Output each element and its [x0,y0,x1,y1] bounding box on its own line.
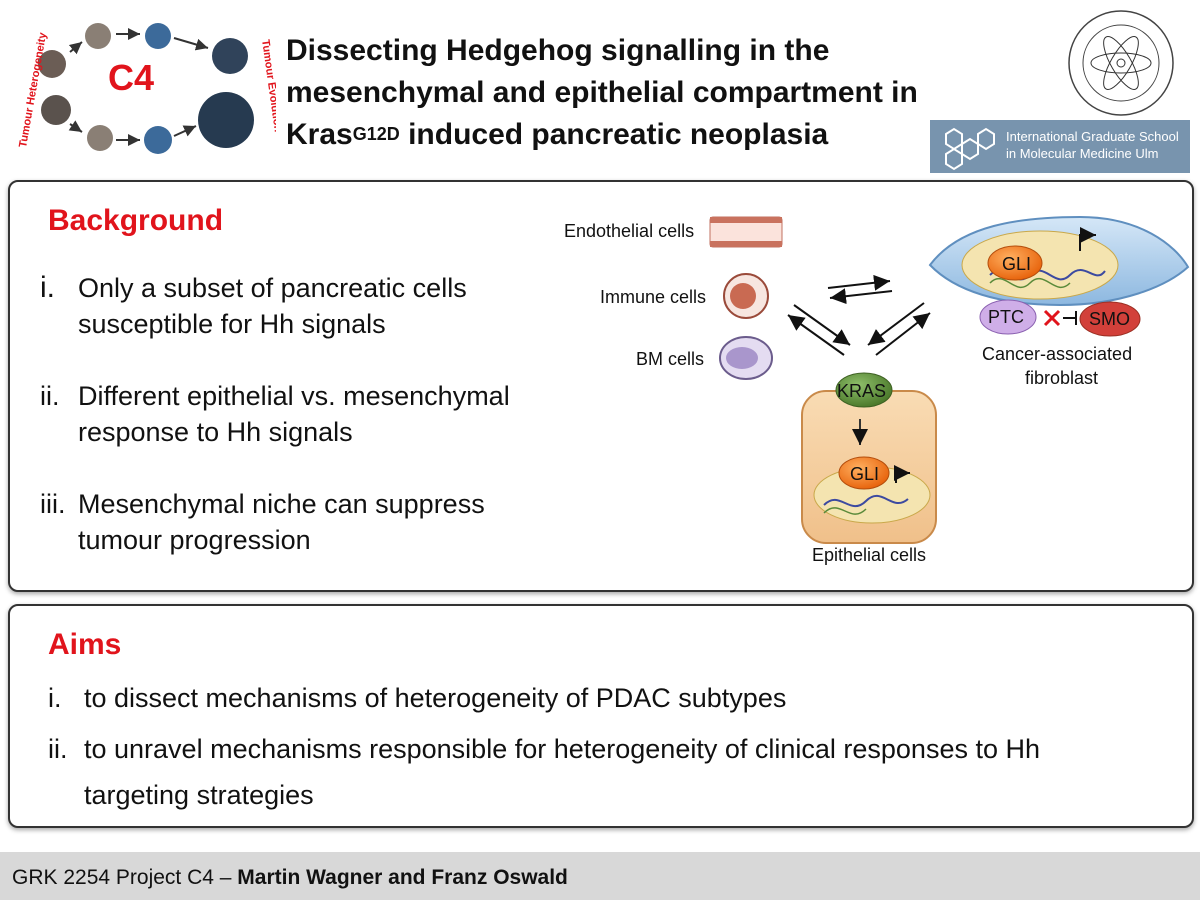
item-line-2: targeting strategies [84,780,314,810]
logo-left-text: Tumour Heterogeneity [17,31,49,149]
item-text: to dissect mechanisms of heterogeneity o… [84,683,787,713]
item-line-1: Different epithelial vs. mesenchymal [78,381,510,411]
aims-heading: Aims [48,628,122,661]
footer-bar: GRK 2254 Project C4 – Martin Wagner and … [0,852,1200,900]
school-name-line-1: International Graduate School [1006,129,1179,144]
bm-cell-icon [719,336,773,380]
graduate-school-logo: International Graduate School in Molecul… [930,120,1190,173]
item-line-1: Mesenchymal niche can suppress [78,489,485,519]
ptc-label: PTC [988,307,1024,327]
footer-text: GRK 2254 Project C4 – Martin Wagner and … [12,866,568,890]
page-title: Dissecting Hedgehog signalling in the me… [286,30,1006,156]
c4-project-logo: C4 Tumour Heterogeneity Tumour Evolution [17,23,276,154]
smo-label: SMO [1089,309,1130,329]
caf-gli-label: GLI [1002,254,1031,274]
item-line-2: response to Hh signals [78,417,353,447]
hedgehog-signalling-diagram: Endothelial cells Immune cells BM cells … [564,215,1190,565]
aims-item-2: ii. to unravel mechanisms responsible fo… [48,726,1178,818]
item-number: iii. [40,489,66,519]
title-rest: induced pancreatic neoplasia [399,118,829,151]
item-text: Only a subset of pancreatic cells suscep… [78,270,598,342]
inhibition-cross-icon [1043,309,1061,327]
title-line-3: KrasG12D induced pancreatic neoplasia [286,114,1006,156]
item-line-2: tumour progression [78,525,311,555]
item-text: to unravel mechanisms responsible for he… [84,726,1174,818]
endothelial-cells-label: Endothelial cells [564,221,694,241]
logo-label: C4 [108,57,154,98]
immune-cell-icon [723,273,769,319]
aims-panel: Aims i. to dissect mechanisms of heterog… [8,604,1194,828]
item-number: i. [48,683,62,713]
kras-label: KRAS [837,381,886,401]
item-line-1: Only a subset of pancreatic cells [78,273,467,303]
caf-label-line-2: fibroblast [1025,368,1098,388]
immune-cells-label: Immune cells [600,287,706,307]
epithelial-cell: KRAS GLI [801,372,937,544]
background-item-3: iii. Mesenchymal niche can suppress tumo… [40,486,600,558]
epithelial-cells-label: Epithelial cells [812,545,926,565]
school-name: International Graduate School in Molecul… [1006,128,1188,162]
bm-cells-label: BM cells [636,349,704,369]
item-number: ii. [40,381,60,411]
university-seal-logo [1068,10,1174,116]
title-line-1: Dissecting Hedgehog signalling in the [286,34,830,67]
item-number: i. [40,271,55,304]
logo-right-text: Tumour Evolution [259,39,276,133]
epithelial-gli-label: GLI [850,464,879,484]
molecule-icon [945,127,995,171]
background-item-2: ii. Different epithelial vs. mesenchymal… [40,378,600,450]
school-name-line-2: in Molecular Medicine Ulm [1006,146,1159,161]
aims-item-1: i. to dissect mechanisms of heterogeneit… [48,680,1178,720]
title-superscript: G12D [352,124,400,144]
footer-prefix: GRK 2254 Project C4 – [12,866,238,889]
background-heading: Background [48,204,224,237]
item-text: Mesenchymal niche can suppress tumour pr… [78,486,598,558]
endothelial-vessel-icon [709,216,783,248]
caf-label-line-1: Cancer-associated [982,344,1132,364]
item-text: Different epithelial vs. mesenchymal res… [78,378,598,450]
item-line-2: susceptible for Hh signals [78,309,386,339]
item-line-1: to unravel mechanisms responsible for he… [84,734,1040,764]
title-kras: Kras [286,118,353,151]
background-item-1: i. Only a subset of pancreatic cells sus… [40,270,600,342]
title-line-2: mesenchymal and epithelial compartment i… [286,76,918,109]
cancer-associated-fibroblast-cell: GLI PTC SMO [928,215,1190,337]
item-number: ii. [48,734,68,764]
footer-authors: Martin Wagner and Franz Oswald [237,866,568,889]
